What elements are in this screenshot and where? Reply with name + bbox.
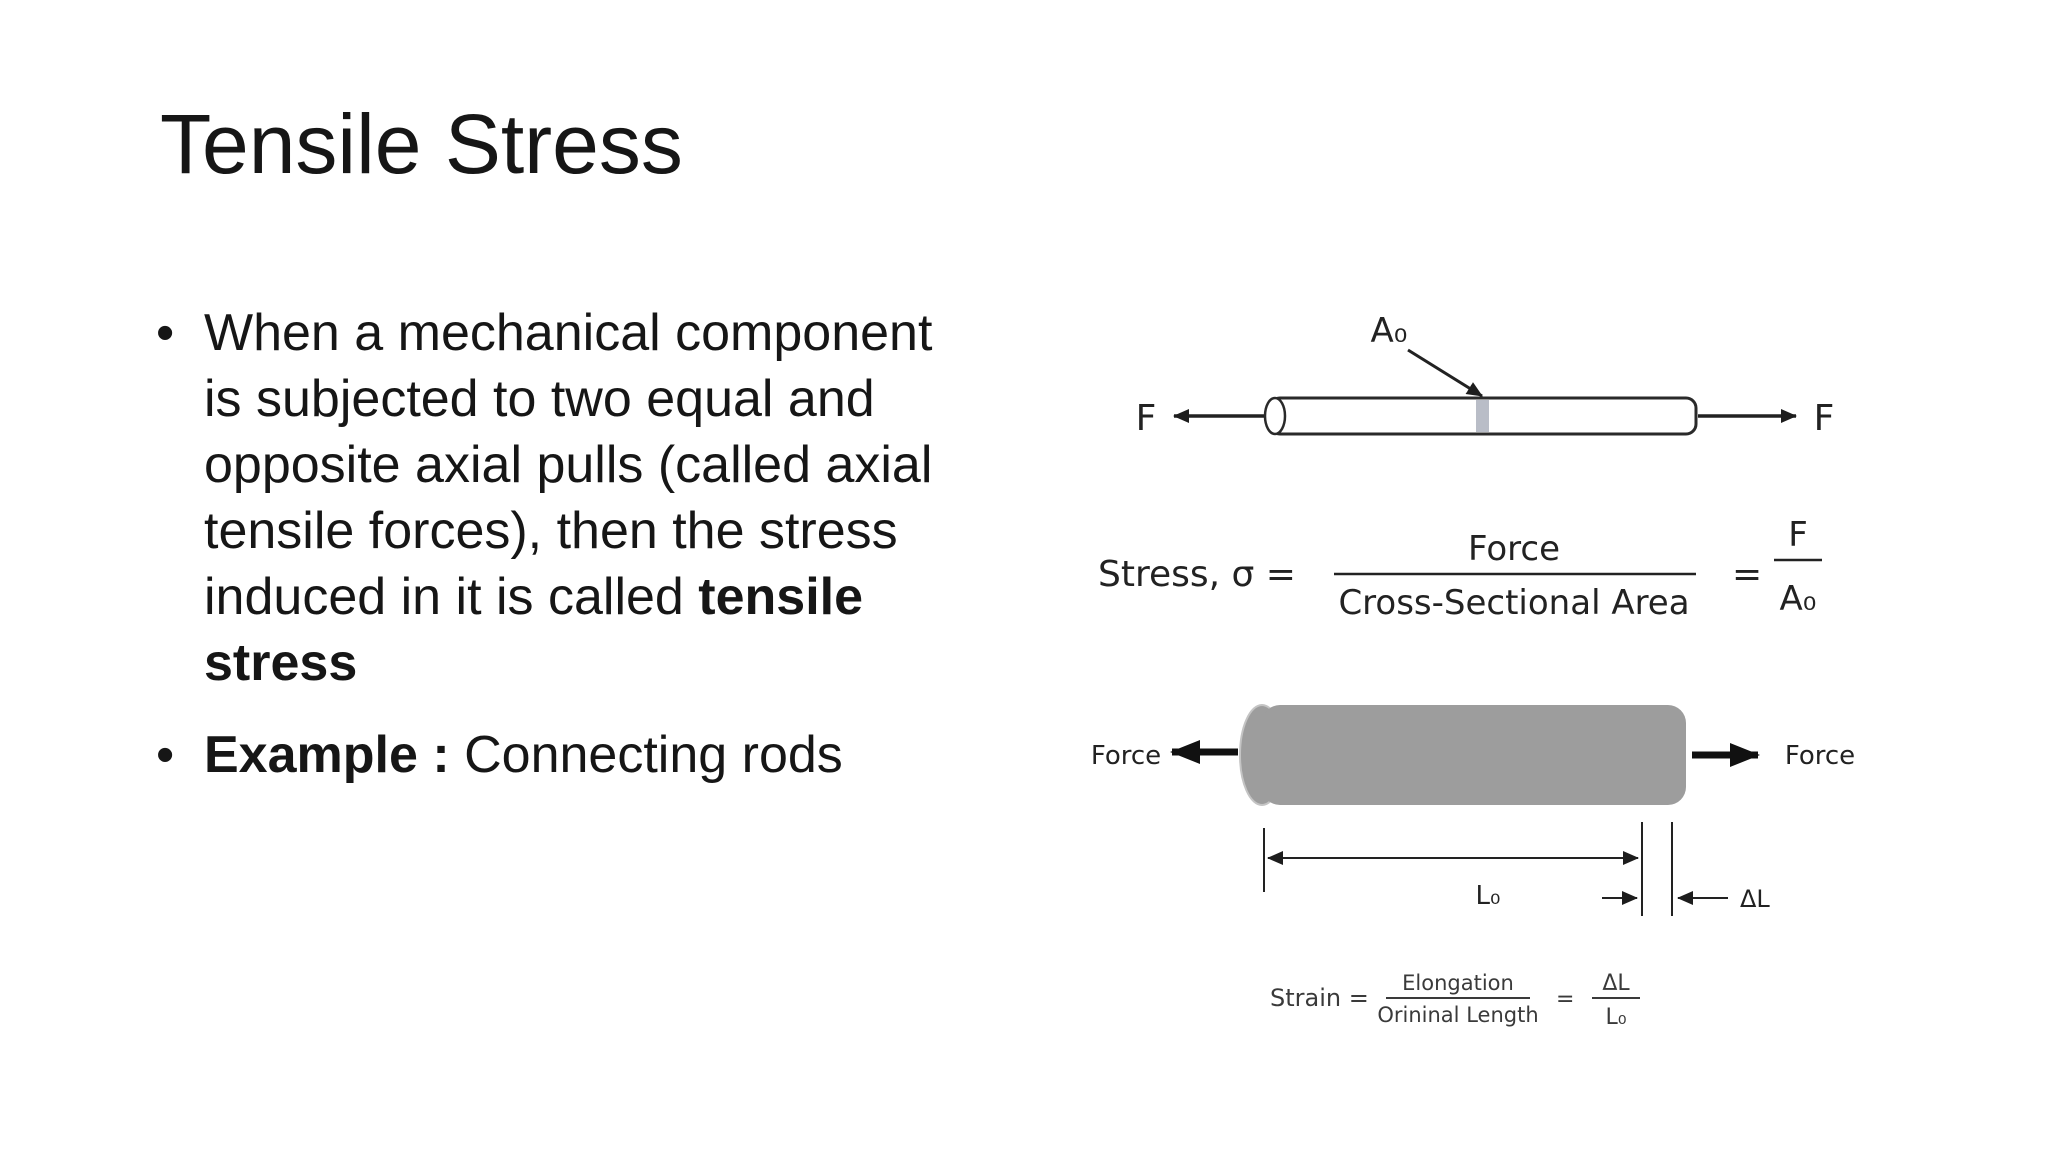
area-label: A₀: [1371, 311, 1408, 351]
stress-result-denominator: A₀: [1780, 579, 1817, 619]
area-pointer-arrow: [1407, 348, 1483, 398]
bullet-text-after: Connecting rods: [464, 726, 843, 784]
strain-formula-denominator: Orininal Length: [1377, 1003, 1538, 1027]
strain-result-numerator: ΔL: [1602, 971, 1630, 996]
bullet-text-bold: Example :: [204, 726, 465, 784]
bullet-text-bold: tensile stress: [204, 568, 864, 692]
bullet-item-example: • Example : Connecting rods: [156, 722, 1016, 788]
strain-formula-numerator: Elongation: [1402, 971, 1514, 995]
strain-formula-lhs: Strain =: [1270, 984, 1369, 1012]
bullet-marker: •: [156, 726, 175, 784]
bullet-text-normal: When a mechanical component is subjected…: [204, 304, 933, 626]
force-label-right: F: [1814, 398, 1835, 439]
tensile-stress-diagram: F A₀ F Stress, σ = Force Cross-Sectional…: [1091, 311, 1855, 1030]
length-label: L₀: [1476, 881, 1501, 911]
strain-result-denominator: L₀: [1605, 1005, 1626, 1030]
cross-section-band: [1476, 400, 1489, 432]
page-title: Tensile Stress: [160, 97, 683, 191]
force-label-left: F: [1136, 398, 1157, 439]
elongation-label: ΔL: [1740, 885, 1770, 913]
bullet-list: • When a mechanical component is subject…: [156, 300, 1016, 814]
stress-formula-numerator: Force: [1468, 529, 1560, 569]
strain-formula-equals: =: [1556, 987, 1574, 1012]
bullet-text: When a mechanical component is subjected…: [204, 300, 974, 696]
stress-formula-equals: =: [1732, 554, 1762, 595]
bullet-marker: •: [156, 304, 175, 362]
bar-force-label-left: Force: [1091, 741, 1161, 771]
bullet-item-definition: • When a mechanical component is subject…: [156, 300, 1016, 696]
stress-formula-lhs: Stress, σ =: [1098, 554, 1296, 595]
rod-end-ellipse: [1263, 396, 1287, 436]
bullet-text: Example : Connecting rods: [204, 722, 974, 788]
stress-formula-denominator: Cross-Sectional Area: [1338, 583, 1689, 623]
stress-result-numerator: F: [1788, 515, 1808, 555]
bar-force-label-right: Force: [1785, 741, 1855, 771]
bar-body: [1262, 705, 1686, 805]
